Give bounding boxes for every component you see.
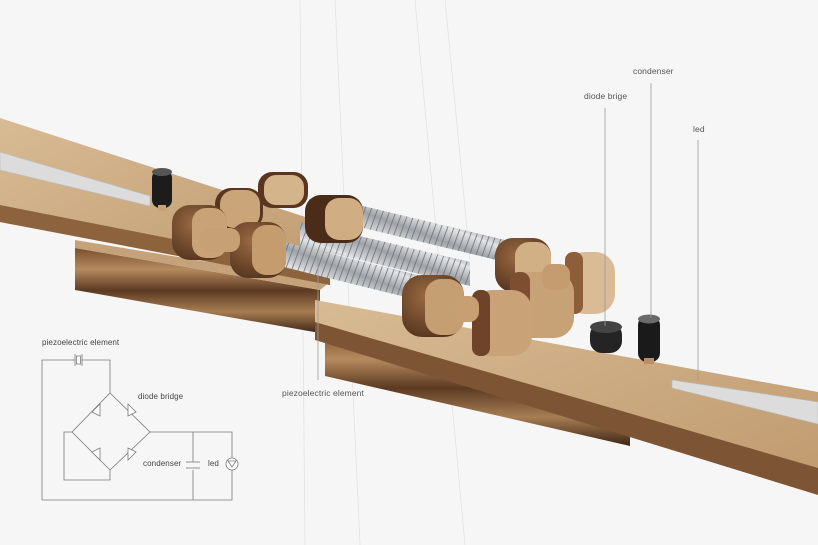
block-left-3 [230,222,286,278]
block-front-1 [402,275,464,337]
block-center [305,195,363,243]
condenser-component [638,314,660,364]
callout-lines [317,83,699,380]
wood-blocks [172,172,615,356]
callout-diode-brige: diode brige [584,91,628,101]
block-left-1 [215,188,263,230]
right-slot [671,379,818,425]
callout-led: led [693,124,705,134]
left-slot [0,151,151,207]
schematic-piezo-label: piezoelectric element [42,338,120,347]
callout-piezoelectric-element: piezoelectric element [282,388,364,398]
piezo-symbol [74,354,83,366]
right-board [315,300,818,495]
block-back-left [258,172,308,208]
bridge-diamond [71,392,151,471]
diode-symbols [91,403,137,461]
condenser-symbol [186,461,200,469]
left-capacitor [152,168,172,211]
schematic-condenser-label: condenser [143,459,182,468]
callout-condenser: condenser [633,66,674,76]
schematic-led-label: led [208,459,219,468]
block-front-2 [472,290,532,356]
left-board [0,118,330,333]
schematic-diode-bridge-label: diode bridge [138,392,184,401]
diode-bridge-component [590,321,622,353]
circuit-schematic [41,354,239,501]
led-symbol [225,457,239,471]
